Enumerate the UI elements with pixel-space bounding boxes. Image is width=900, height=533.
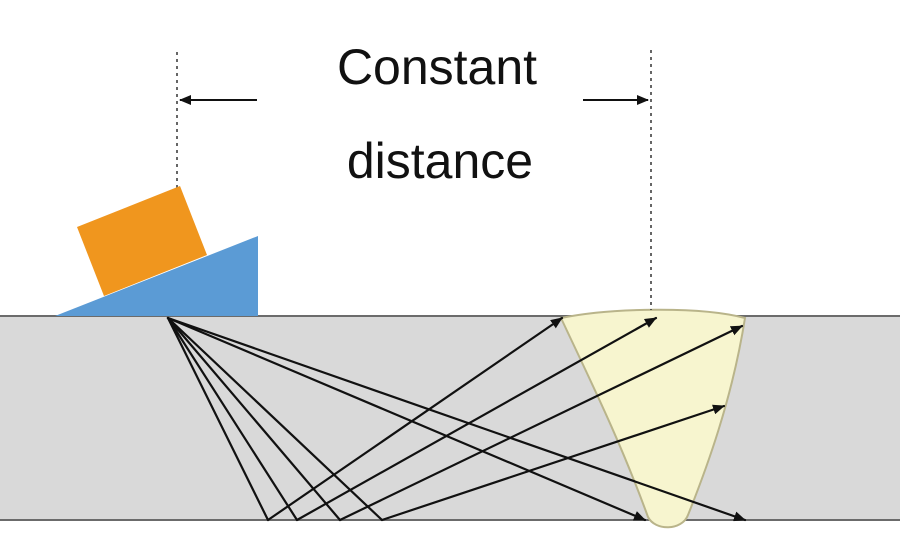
ultrasonic-beam-paths <box>166 316 747 522</box>
beam-path-4-incident <box>166 316 384 522</box>
transducer-probe <box>77 186 207 296</box>
beam-path-2-reflected <box>295 316 658 522</box>
beam-path-3-reflected <box>338 324 744 522</box>
angle-wedge <box>55 236 258 316</box>
distance-label-line1: Constant <box>337 39 537 95</box>
beam-path-1-incident <box>166 316 270 522</box>
beam-path-2-incident <box>166 316 299 522</box>
beam-path-1-reflected <box>266 316 564 522</box>
weld-bead <box>559 308 747 529</box>
test-plate <box>0 316 900 520</box>
beam-path-3-incident <box>166 316 342 522</box>
beam-path-direct-2 <box>166 316 747 522</box>
distance-label-line2: distance <box>347 133 533 189</box>
beam-path-direct-1 <box>166 316 647 522</box>
beam-path-4-reflected <box>380 404 726 522</box>
